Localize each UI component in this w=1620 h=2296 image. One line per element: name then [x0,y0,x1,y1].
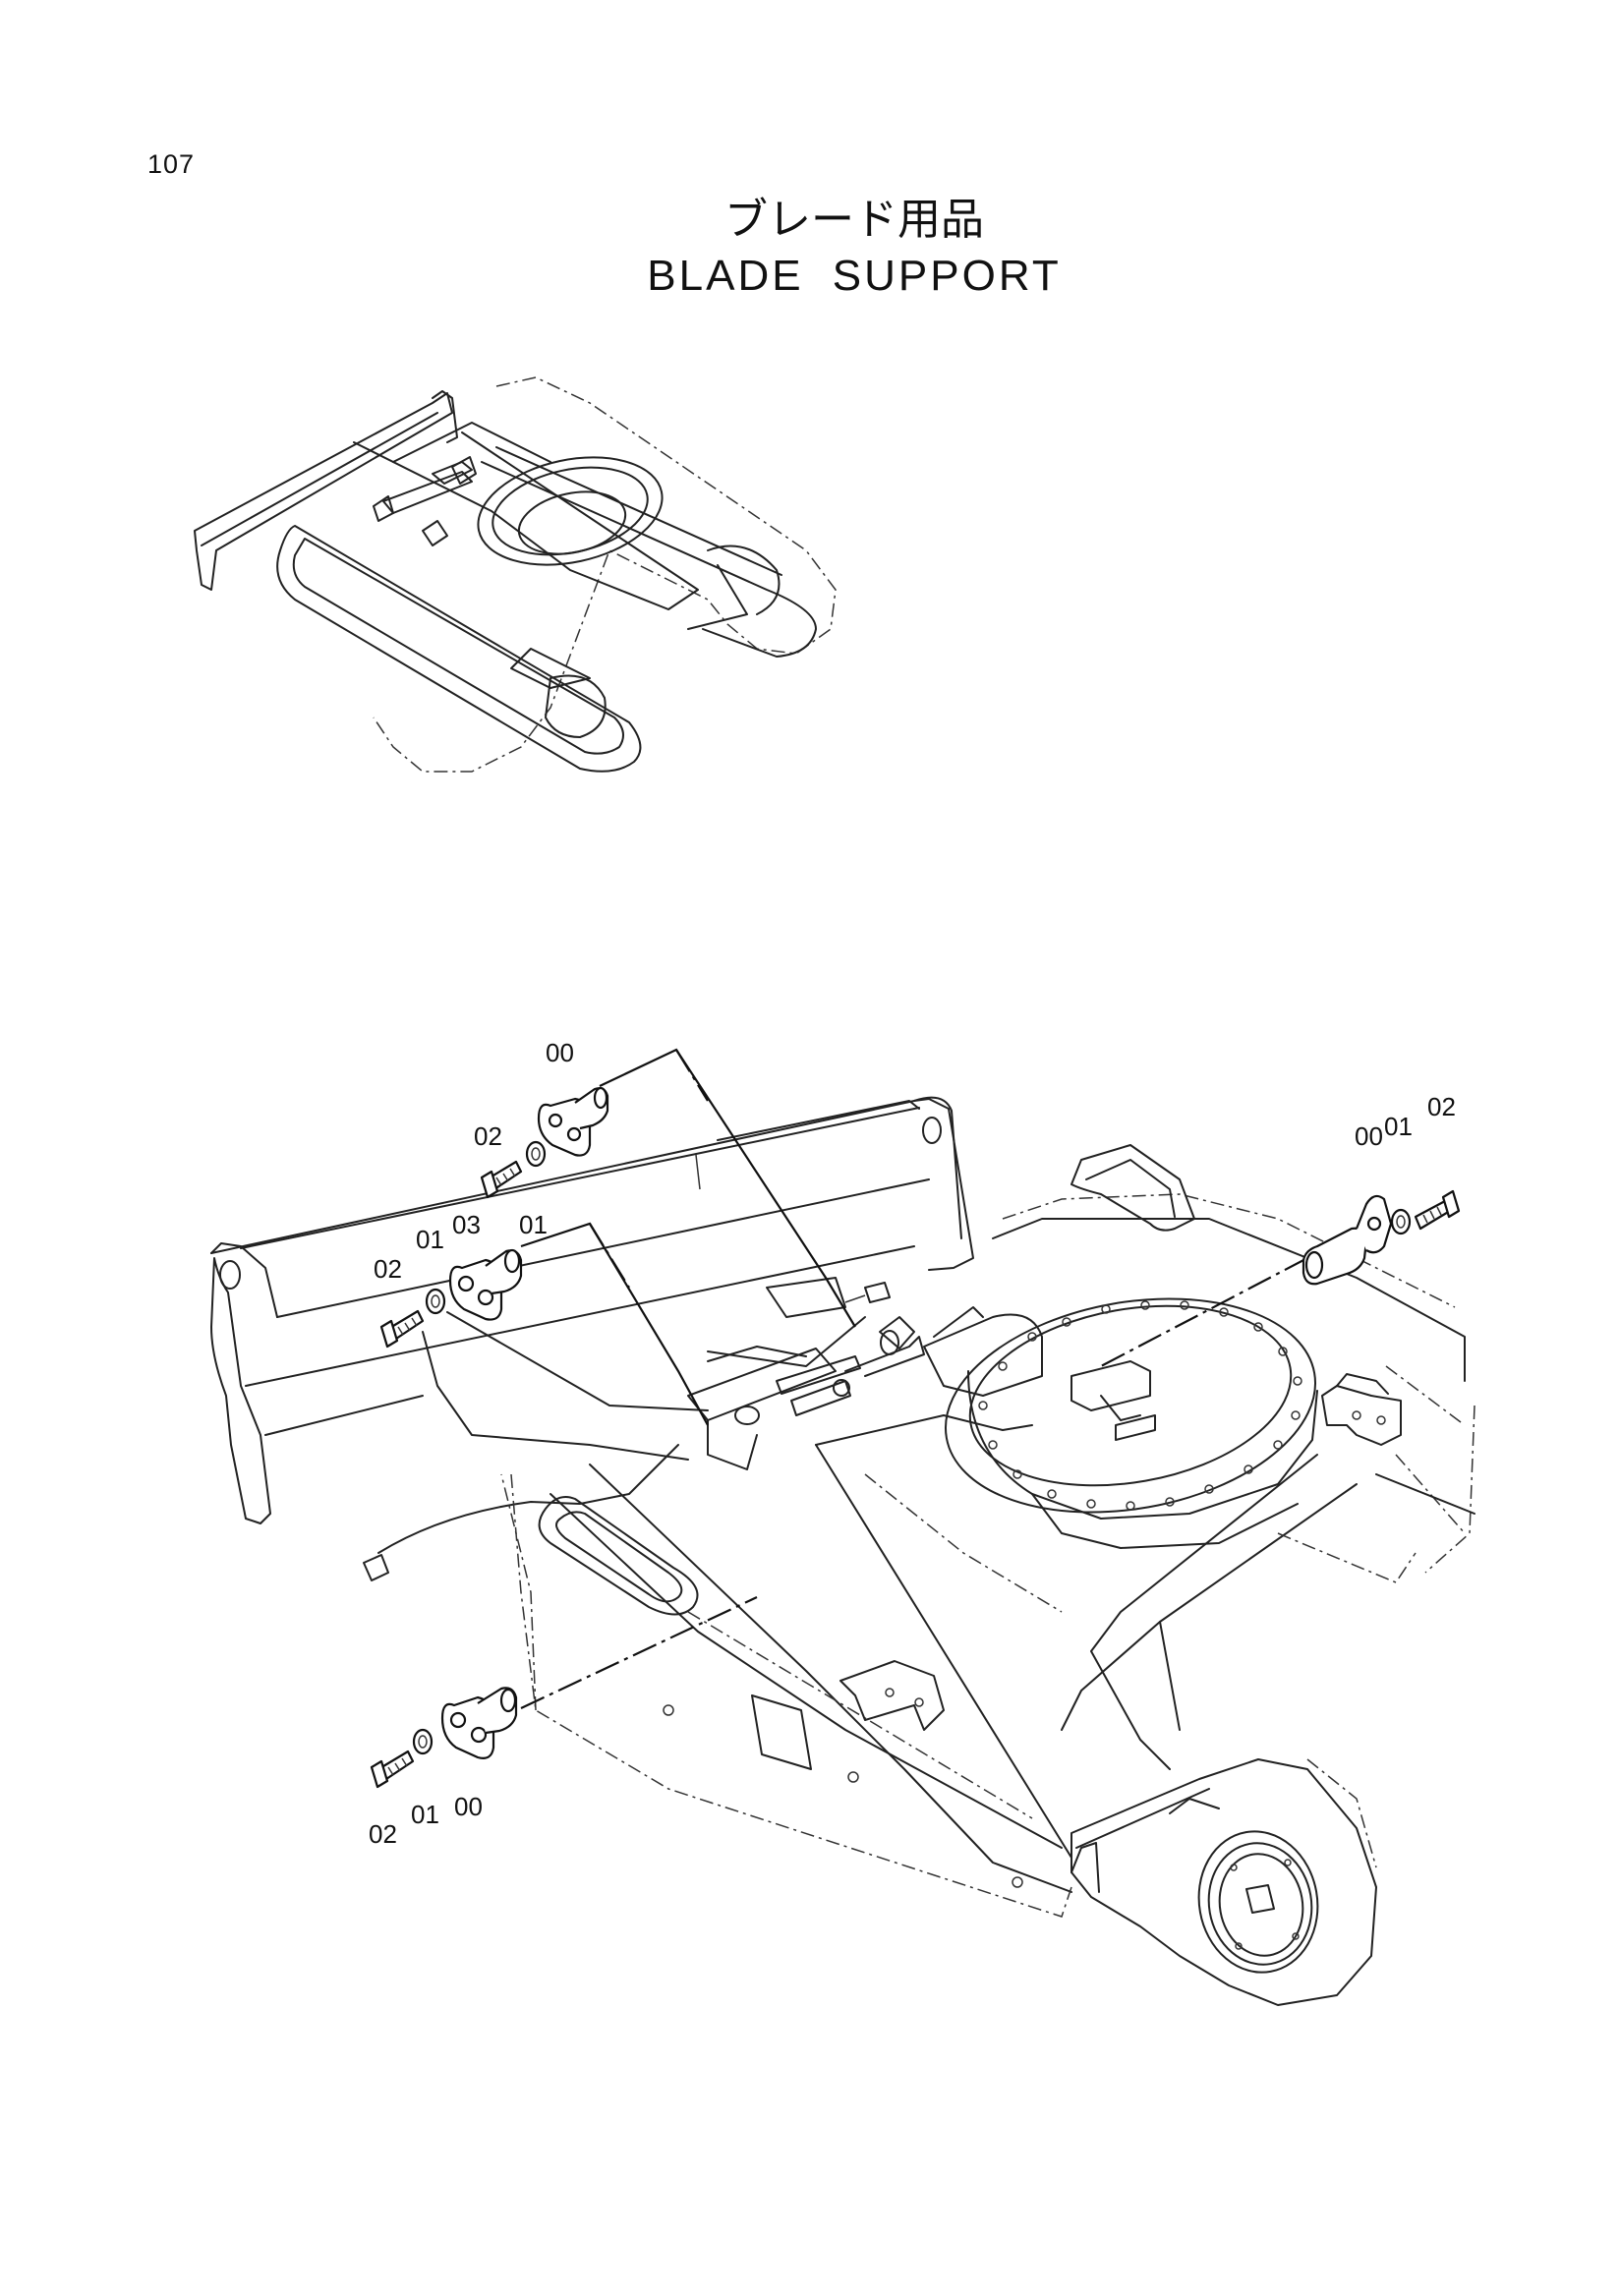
callout-01-bottom: 01 [411,1800,439,1829]
callout-01-right: 01 [1384,1112,1413,1141]
washer-bottom [412,1728,434,1755]
callout-00-right: 00 [1355,1121,1383,1151]
bolt-left [379,1309,425,1349]
blade-pin-bottom [440,1687,518,1759]
washer-top [525,1140,547,1168]
callout-01-left: 01 [416,1225,444,1254]
callout-02-top: 02 [474,1121,502,1151]
blade-pin-top [537,1086,609,1157]
callout-group-left: 02 01 03 [374,1210,709,1426]
page-title-english: BLADE SUPPORT [647,252,1062,300]
callout-02-bottom: 02 [369,1819,397,1849]
washer-right [1390,1208,1412,1235]
washer-left [425,1288,446,1315]
page-title-japanese: ブレード用品 [724,195,984,245]
blade-pin-left [448,1248,523,1321]
bolt-top [480,1160,523,1199]
callout-02-left: 02 [374,1254,402,1284]
callout-group-bottom: 02 01 00 [369,1596,758,1849]
callout-02-right: 02 [1427,1092,1456,1121]
callout-01-top: 01 [519,1210,548,1239]
bearing-bolt-holes [978,1300,1302,1511]
callout-group-right: 00 01 02 [1100,1092,1461,1367]
page-number: 107 [147,149,196,179]
callout-group-top: 00 02 01 [474,1038,856,1328]
bolt-right [1414,1189,1461,1231]
bolt-bottom [370,1750,415,1789]
blade-pin-right [1302,1194,1393,1286]
callout-03-left: 03 [452,1210,481,1239]
title-block: ブレード用品 BLADE SUPPORT [0,193,1620,305]
undercarriage-exploded-view [210,1096,1475,2006]
callout-00-bottom: 00 [454,1792,483,1821]
callout-00-top: 00 [546,1038,574,1067]
undercarriage-overview-icon [194,376,837,773]
